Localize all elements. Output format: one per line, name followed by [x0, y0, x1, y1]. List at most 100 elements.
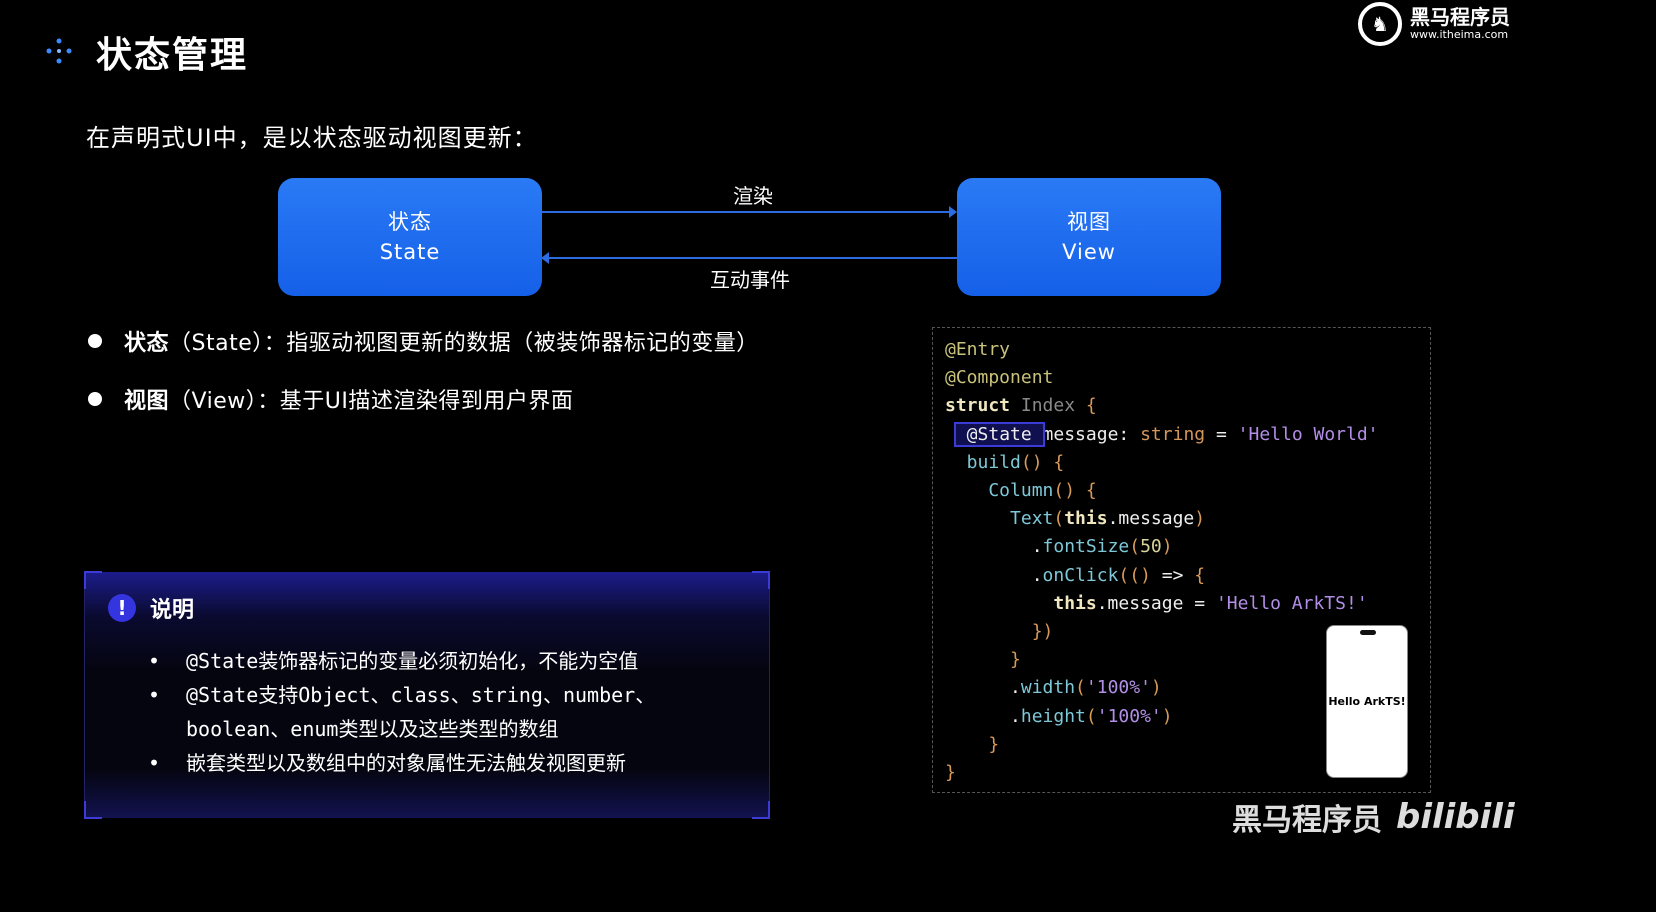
code-line: .width('100%') — [945, 674, 1379, 702]
code-token: } — [945, 733, 1000, 755]
code-block: @Entry @Component struct Index { @State me… — [932, 327, 1431, 793]
code-token: => — [1150, 564, 1195, 586]
watermark: 黑马程序员 bilibili — [1232, 795, 1515, 839]
code-line: } — [945, 646, 1379, 674]
code-token: 50 — [1140, 536, 1162, 558]
bullet-term: 视图 — [124, 389, 170, 414]
code-line: @Component — [945, 364, 1379, 392]
code-token: = — [1205, 423, 1238, 445]
phone-text: Hello ArkTS! — [1328, 695, 1406, 708]
watermark-channel: 黑马程序员 — [1232, 803, 1382, 838]
state-label-en: State — [379, 240, 441, 264]
highlighted-decorator: @State — [953, 421, 1045, 447]
code-token: }) — [945, 621, 1054, 643]
code-token: 'Hello ArkTS!' — [1215, 592, 1368, 614]
note-header: ! 说明 — [108, 592, 194, 624]
render-label: 渲染 — [733, 184, 773, 208]
note-title: 说明 — [150, 598, 195, 623]
code-token: '100%' — [1085, 677, 1151, 699]
code-token: fontSize — [1042, 536, 1130, 558]
view-label-cn: 视图 — [1067, 210, 1111, 234]
code-line: struct Index { — [945, 392, 1379, 420]
code-token — [1043, 452, 1054, 473]
code-line: @State message: string = 'Hello World' — [945, 421, 1379, 449]
code-line: } — [945, 731, 1379, 759]
intro-text: 在声明式UI中，是以状态驱动视图更新： — [86, 124, 538, 152]
code-line: Text(this.message) — [945, 505, 1379, 533]
code-token: ( — [1085, 705, 1097, 727]
horse-logo-icon: ♞ — [1358, 2, 1402, 46]
code-token: ( — [1129, 536, 1141, 558]
code-token: message: — [1042, 423, 1141, 445]
render-arrow — [541, 206, 957, 218]
code-token: .message — [1107, 508, 1195, 530]
code-token: { — [1194, 564, 1206, 586]
code-token: string — [1140, 423, 1206, 445]
code-line: }) — [945, 618, 1379, 646]
code-token: () — [1020, 451, 1043, 473]
code-token: height — [1020, 705, 1086, 727]
event-label: 互动事件 — [710, 268, 790, 292]
code-token: ) — [1150, 677, 1162, 699]
note-item: @State支持Object、class、string、number、boole… — [148, 678, 728, 746]
code-token: ) — [1161, 536, 1173, 558]
code-token: onClick — [1042, 564, 1119, 586]
code-lines: @Entry @Component struct Index { @State me… — [945, 336, 1379, 787]
page-title: 状态管理 — [96, 35, 249, 76]
sparkle-icon — [46, 38, 72, 64]
code-token: . — [945, 677, 1021, 699]
brand-url: www.itheima.com — [1410, 28, 1509, 41]
code-line: @Entry — [945, 336, 1379, 364]
code-token: ) — [1194, 508, 1206, 530]
code-line: .fontSize(50) — [945, 533, 1379, 561]
bullet-state: 状态（State）：指驱动视图更新的数据（被装饰器标记的变量） — [88, 325, 759, 357]
bullet-view: 视图（View）：基于UI描述渲染得到用户界面 — [88, 383, 573, 415]
code-line: build() { — [945, 449, 1379, 477]
note-list: @State装饰器标记的变量必须初始化，不能为空值 @State支持Object… — [148, 644, 728, 780]
brand-name: 黑马程序员 — [1410, 5, 1510, 29]
note-item: 嵌套类型以及数组中的对象属性无法触发视图更新 — [148, 746, 728, 780]
code-token: { — [1053, 451, 1065, 473]
code-token: . — [945, 564, 1043, 586]
code-token: ) — [1161, 705, 1173, 727]
code-token: ( — [1053, 508, 1065, 530]
code-token: Text — [945, 508, 1054, 530]
code-token — [1075, 395, 1086, 416]
exclamation-icon: ! — [108, 594, 136, 622]
phone-preview: Hello ArkTS! — [1326, 625, 1408, 778]
code-token: . — [945, 705, 1021, 727]
camera-notch — [1360, 630, 1376, 635]
state-label-cn: 状态 — [388, 210, 432, 234]
bullet-text: （State）：指驱动视图更新的数据（被装饰器标记的变量） — [169, 331, 759, 356]
code-token: } — [945, 762, 956, 784]
code-token: this — [1064, 508, 1108, 530]
code-token: (() — [1118, 564, 1151, 586]
bullet-term: 状态 — [124, 331, 170, 356]
code-line: .onClick(() => { — [945, 562, 1379, 590]
code-token: this — [945, 592, 1097, 614]
code-token: Index — [1020, 395, 1076, 417]
code-token: { — [1085, 395, 1097, 417]
code-token: 'Hello World' — [1237, 423, 1379, 445]
code-token: Column — [945, 480, 1054, 502]
code-token — [1075, 480, 1086, 501]
code-token — [945, 424, 956, 445]
event-arrow — [541, 252, 957, 264]
code-token: '100%' — [1096, 705, 1162, 727]
code-token — [1010, 395, 1021, 416]
state-box: 状态 State — [278, 178, 542, 296]
code-token: } — [945, 649, 1021, 671]
code-token: ( — [1075, 677, 1086, 699]
code-token: { — [1085, 480, 1097, 502]
code-line: this.message = 'Hello ArkTS!' — [945, 590, 1379, 618]
note-item: @State装饰器标记的变量必须初始化，不能为空值 — [148, 644, 728, 678]
view-label-en: View — [1062, 240, 1116, 264]
code-token: @Entry — [945, 339, 1011, 360]
code-token: width — [1020, 677, 1076, 699]
code-line: } — [945, 759, 1379, 787]
code-token: @Component — [945, 367, 1054, 389]
bilibili-logo: bilibili — [1396, 797, 1515, 837]
code-token: .message = — [1096, 592, 1216, 614]
code-token: . — [945, 536, 1043, 558]
